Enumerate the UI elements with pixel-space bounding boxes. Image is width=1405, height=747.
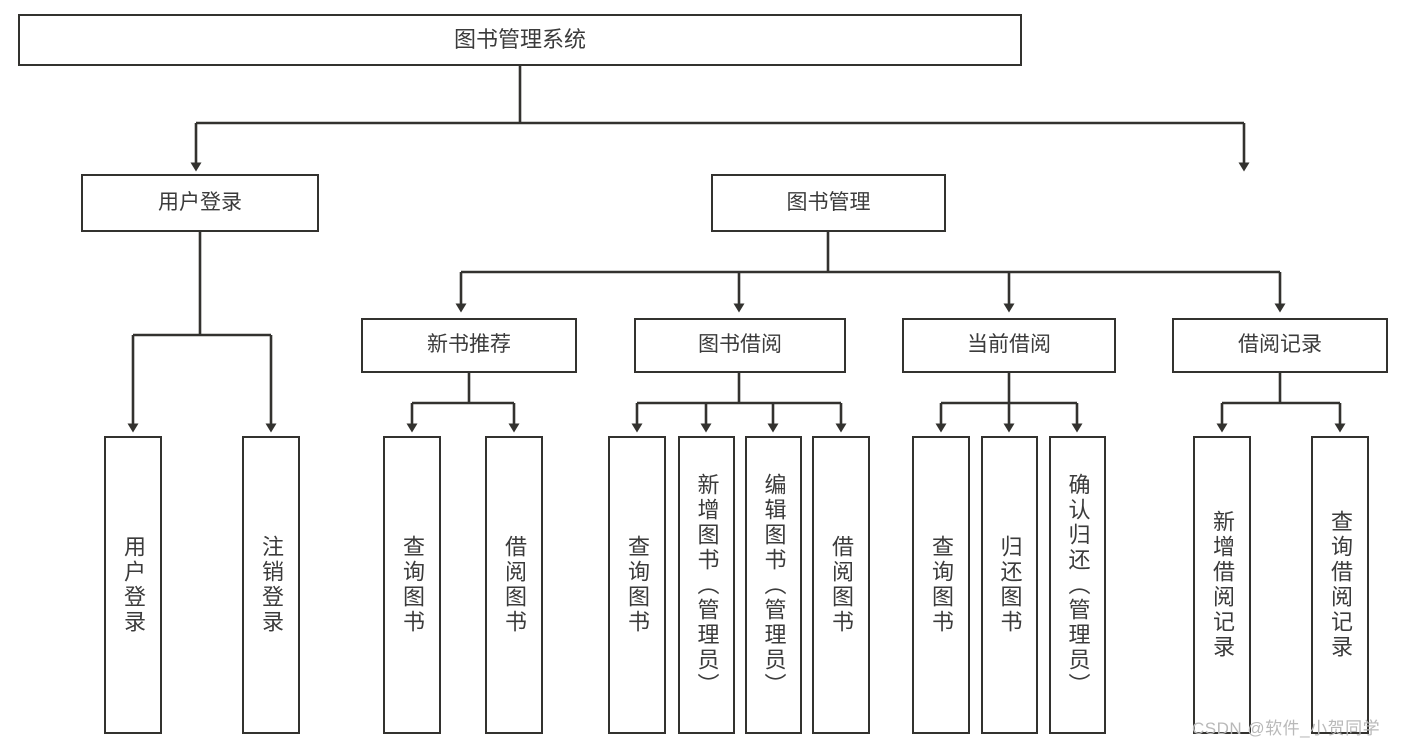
node-leaf-query-book-1[interactable]: 查询图书 [383, 436, 441, 734]
node-leaf-borrow-book-2[interactable]: 借阅图书 [812, 436, 870, 734]
node-label: 借阅图书 [829, 535, 854, 635]
node-label: 新书推荐 [427, 333, 511, 357]
node-leaf-query-book-3[interactable]: 查询图书 [912, 436, 970, 734]
node-label: 查询图书 [625, 535, 650, 635]
node-book-manage[interactable]: 图书管理 [711, 174, 946, 232]
node-label: 归还图书 [997, 535, 1023, 635]
node-leaf-add-record[interactable]: 新增借阅记录 [1193, 436, 1251, 734]
node-label: 查询图书 [929, 535, 954, 635]
node-leaf-edit-book[interactable]: 编辑图书（管理员） [745, 436, 802, 734]
node-label: 图书借阅 [698, 333, 782, 357]
node-leaf-add-book[interactable]: 新增图书（管理员） [678, 436, 735, 734]
node-new-book-recommend[interactable]: 新书推荐 [361, 318, 577, 373]
node-label: 查询借阅记录 [1328, 510, 1353, 660]
node-label: 借阅图书 [502, 535, 527, 635]
node-leaf-confirm-return[interactable]: 确认归还（管理员） [1049, 436, 1106, 734]
node-leaf-return-book[interactable]: 归还图书 [981, 436, 1038, 734]
node-leaf-logout[interactable]: 注销登录 [242, 436, 300, 734]
node-leaf-user-login[interactable]: 用户登录 [104, 436, 162, 734]
node-label: 新增图书（管理员） [694, 472, 720, 698]
node-label: 图书管理系统 [453, 27, 586, 53]
node-label: 新增借阅记录 [1210, 510, 1235, 660]
node-label: 注销登录 [259, 535, 284, 635]
node-label: 当前借阅 [967, 333, 1051, 357]
node-borrow-record[interactable]: 借阅记录 [1172, 318, 1388, 373]
node-label: 编辑图书（管理员） [761, 472, 787, 698]
node-leaf-query-book-2[interactable]: 查询图书 [608, 436, 666, 734]
node-book-borrow[interactable]: 图书借阅 [634, 318, 846, 373]
node-root[interactable]: 图书管理系统 [18, 14, 1022, 66]
node-label: 用户登录 [158, 190, 242, 214]
node-leaf-query-record[interactable]: 查询借阅记录 [1311, 436, 1369, 734]
node-label: 借阅记录 [1238, 333, 1322, 357]
node-user-login[interactable]: 用户登录 [81, 174, 319, 232]
node-current-borrow[interactable]: 当前借阅 [902, 318, 1116, 373]
node-label: 用户登录 [121, 535, 146, 635]
node-label: 查询图书 [400, 535, 425, 635]
node-leaf-borrow-book-1[interactable]: 借阅图书 [485, 436, 543, 734]
node-label: 图书管理 [786, 190, 871, 214]
node-label: 确认归还（管理员） [1065, 472, 1091, 698]
csdn-watermark: CSDN @软件_小贺同学 [1192, 719, 1381, 738]
